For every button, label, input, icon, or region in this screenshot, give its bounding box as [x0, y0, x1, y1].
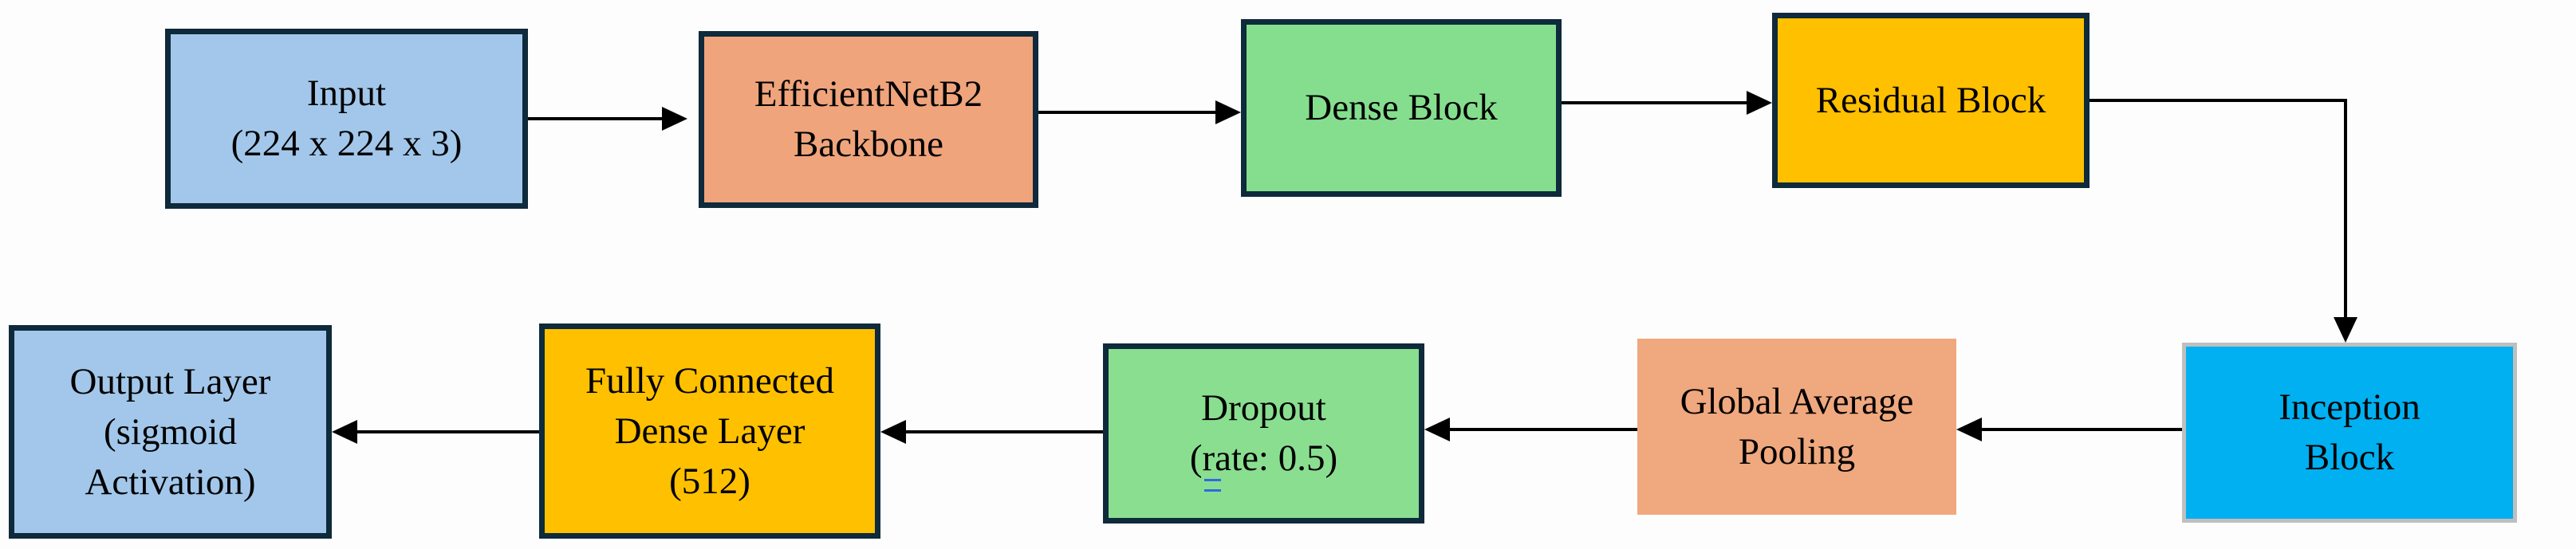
- node-label: (224 x 224 x 3): [230, 123, 463, 164]
- node-label: EfficientNetB2: [754, 73, 983, 115]
- output-layer-block[interactable]: Output Layer (sigmoid Activation): [9, 325, 332, 539]
- arrow-global-average-pooling-to-dropout: [1424, 418, 1637, 441]
- node-label: Inception: [2279, 386, 2420, 428]
- arrow-dropout-to-fully-connected: [880, 420, 1103, 444]
- node-label: Input: [306, 73, 387, 114]
- residual-block[interactable]: Residual Block: [1772, 13, 2090, 188]
- inception-block[interactable]: Inception Block: [2182, 343, 2517, 523]
- arrow-inception-to-global-average-pooling: [1956, 418, 2182, 441]
- fully-connected-dense-layer-block[interactable]: Fully Connected Dense Layer (512): [539, 324, 880, 539]
- node-label: Pooling: [1738, 430, 1856, 473]
- node-label: Backbone: [794, 124, 943, 165]
- arrow-dense-to-residual: [1562, 91, 1772, 115]
- arrow-residual-to-inception: [2090, 99, 2357, 343]
- arrow-fully-connected-to-output: [332, 420, 539, 444]
- node-label: Fully Connected: [585, 359, 834, 402]
- node-label: Output Layer: [69, 360, 271, 402]
- dropout-block[interactable]: Dropout (rate: 0.5): [1103, 343, 1424, 524]
- input-block[interactable]: Input (224 x 224 x 3): [165, 29, 528, 209]
- node-label: (sigmoid: [103, 410, 238, 453]
- node-label: Block: [2304, 437, 2395, 478]
- dense-block[interactable]: Dense Block: [1241, 19, 1562, 197]
- node-label: Global Average: [1680, 380, 1914, 422]
- arrow-input-to-efficientnet: [528, 107, 687, 131]
- node-label: Residual Block: [1815, 79, 2046, 121]
- arrow-efficientnet-to-dense: [1038, 100, 1241, 124]
- node-label: (512): [669, 460, 750, 502]
- global-average-pooling-block[interactable]: Global Average Pooling: [1637, 339, 1956, 515]
- node-label: (rate: 0.5): [1189, 437, 1338, 479]
- node-label: Dense Layer: [614, 410, 805, 452]
- node-label: Activation): [85, 461, 256, 503]
- efficientnet-backbone-block[interactable]: EfficientNetB2 Backbone: [699, 31, 1038, 208]
- node-label: Dropout: [1201, 387, 1326, 429]
- grammar-check-underline: [1204, 479, 1221, 492]
- node-label: Dense Block: [1305, 87, 1498, 128]
